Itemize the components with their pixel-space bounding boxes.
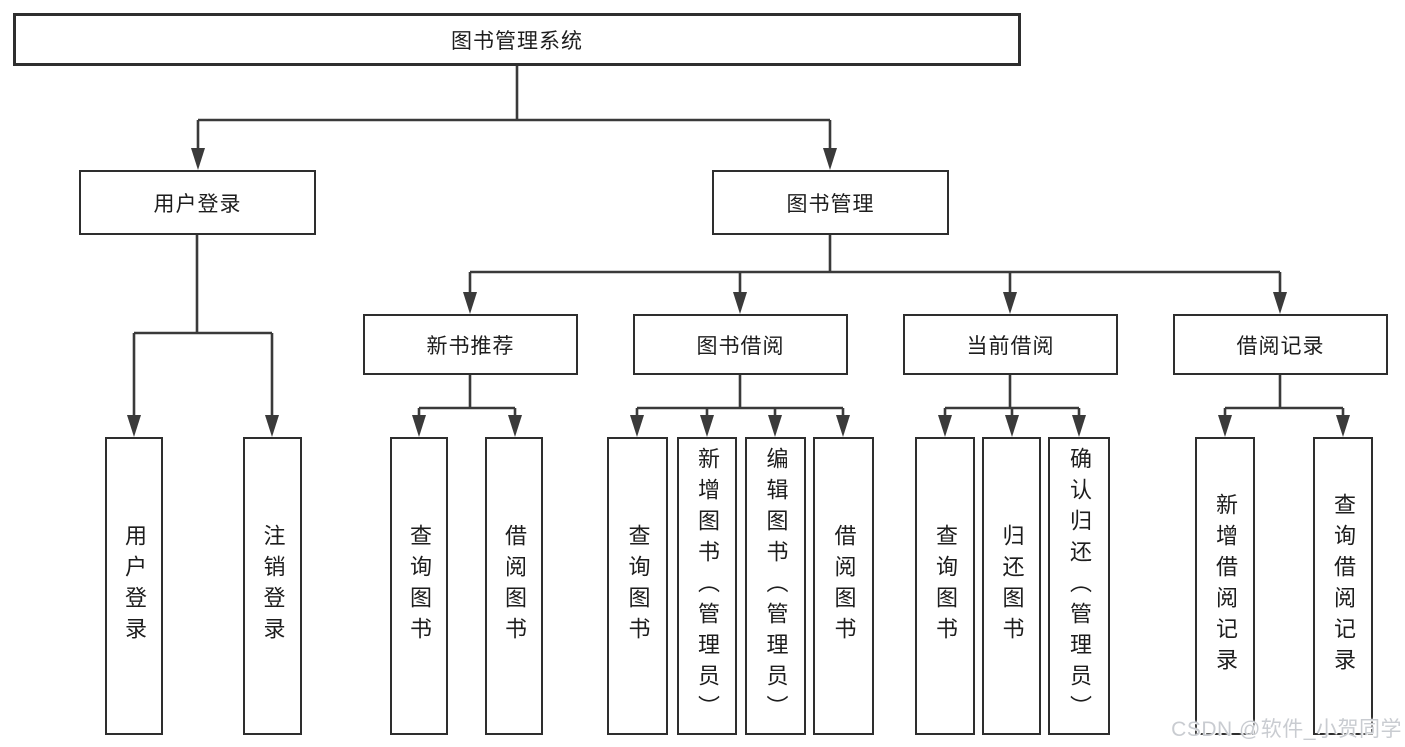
- arrowhead-icon: [1336, 415, 1350, 437]
- node-label: 图书管理: [786, 192, 875, 216]
- node-label: 图书管理系统: [451, 29, 583, 53]
- node-newbook-query: 查询图书: [390, 437, 448, 735]
- node-label: 新增借阅记录: [1213, 493, 1238, 679]
- node-book-management: 图书管理: [712, 170, 949, 235]
- node-label: 查询图书: [625, 524, 651, 648]
- node-label: 当前借阅: [966, 334, 1055, 358]
- node-borrowing-records: 借阅记录: [1173, 314, 1388, 375]
- connector-path: [132, 66, 1345, 419]
- node-borrow-action: 借阅图书: [813, 437, 874, 735]
- node-label: 借阅图书: [502, 524, 527, 648]
- arrowhead-icon: [508, 415, 522, 437]
- arrowhead-icon: [127, 415, 141, 437]
- node-label: 新增图书（管理员）: [695, 446, 720, 726]
- arrowhead-icon: [191, 148, 205, 170]
- node-label: 注销登录: [260, 524, 286, 648]
- node-borrow-query: 查询图书: [607, 437, 668, 735]
- node-borrow-add-admin: 新增图书（管理员）: [677, 437, 737, 735]
- node-user-login: 用户登录: [79, 170, 316, 235]
- node-borrow-edit-admin: 编辑图书（管理员）: [745, 437, 806, 735]
- arrowhead-icon: [836, 415, 850, 437]
- arrowhead-icon: [700, 415, 714, 437]
- node-records-add: 新增借阅记录: [1195, 437, 1255, 735]
- arrowhead-icon: [463, 292, 477, 314]
- node-logout-action: 注销登录: [243, 437, 302, 735]
- node-library-system: 图书管理系统: [13, 13, 1021, 66]
- node-current-borrowing: 当前借阅: [903, 314, 1118, 375]
- node-label: 借阅记录: [1236, 334, 1325, 358]
- arrowhead-icon: [630, 415, 644, 437]
- node-label: 用户登录: [153, 192, 242, 216]
- node-user-login-action: 用户登录: [105, 437, 163, 735]
- arrowhead-icon: [1005, 415, 1019, 437]
- arrowhead-icon: [823, 148, 837, 170]
- arrowhead-icon: [1218, 415, 1232, 437]
- node-label: 编辑图书（管理员）: [763, 446, 789, 726]
- node-label: 归还图书: [999, 524, 1025, 648]
- node-label: 图书借阅: [696, 334, 785, 358]
- arrowhead-icon: [412, 415, 426, 437]
- arrowhead-icon: [1273, 292, 1287, 314]
- node-current-confirm-admin: 确认归还（管理员）: [1048, 437, 1110, 735]
- node-label: 新书推荐: [426, 334, 515, 358]
- node-book-borrowing: 图书借阅: [633, 314, 848, 375]
- node-current-query: 查询图书: [915, 437, 975, 735]
- node-newbook-borrow: 借阅图书: [485, 437, 543, 735]
- arrowhead-icon: [265, 415, 279, 437]
- arrowhead-icon: [938, 415, 952, 437]
- node-records-query: 查询借阅记录: [1313, 437, 1373, 735]
- arrowheads: [127, 148, 1350, 437]
- arrowhead-icon: [768, 415, 782, 437]
- node-current-return: 归还图书: [982, 437, 1041, 735]
- node-label: 查询借阅记录: [1331, 493, 1356, 679]
- node-label: 用户登录: [122, 524, 147, 648]
- node-label: 确认归还（管理员）: [1067, 446, 1092, 726]
- arrowhead-icon: [1072, 415, 1086, 437]
- node-label: 查询图书: [407, 524, 432, 648]
- arrowhead-icon: [1003, 292, 1017, 314]
- node-new-book-recommend: 新书推荐: [363, 314, 578, 375]
- arrowhead-icon: [733, 292, 747, 314]
- node-label: 借阅图书: [831, 524, 857, 648]
- node-label: 查询图书: [933, 524, 958, 648]
